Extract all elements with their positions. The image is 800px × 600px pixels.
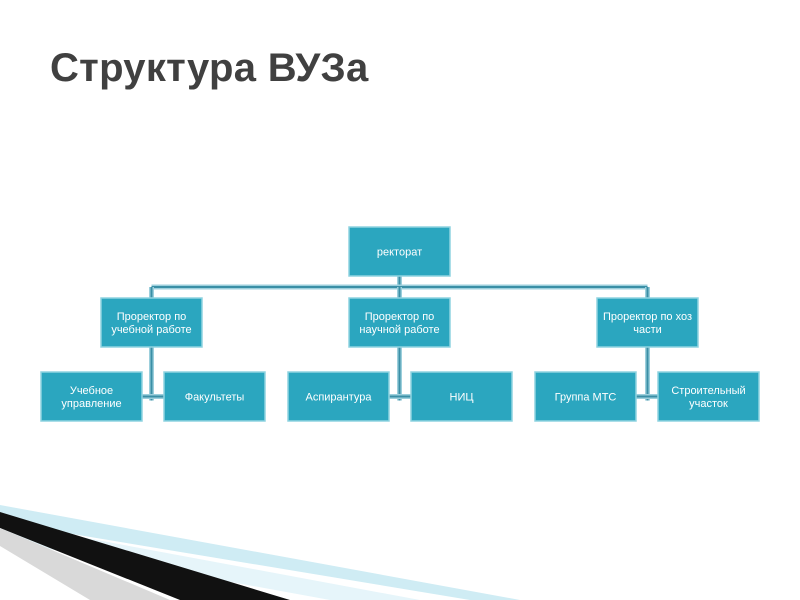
node-child: НИЦ <box>410 371 513 422</box>
node-child-box <box>410 371 513 422</box>
node-child-label-line: Учебное <box>70 385 113 397</box>
node-branch-label-line: Проректор по <box>117 311 187 323</box>
node-child-box <box>40 371 143 422</box>
node-child-box <box>657 371 760 422</box>
node-child-box <box>287 371 390 422</box>
node-child-label-line: НИЦ <box>450 392 474 404</box>
node-branch-box <box>596 297 699 348</box>
node-root-label-line: ректорат <box>377 247 422 259</box>
node-child-label-line: Группа МТС <box>555 392 617 404</box>
node-child: Аспирантура <box>287 371 390 422</box>
node-child: Группа МТС <box>534 371 637 422</box>
node-child: Факультеты <box>163 371 266 422</box>
node-branch-label-line: части <box>633 324 662 336</box>
node-child-box <box>163 371 266 422</box>
node-child-label-line: управление <box>61 398 121 410</box>
node-branch-label-line: Проректор по <box>365 311 435 323</box>
node-branch-label-line: научной работе <box>359 324 439 336</box>
node-child-label-line: Строительный <box>671 385 745 397</box>
decor-stripe-gray <box>0 528 170 600</box>
node-branch-box <box>348 297 451 348</box>
node-branch-box <box>100 297 203 348</box>
node-child-label-line: участок <box>689 398 728 410</box>
connectors <box>142 276 658 401</box>
node-branch-label-line: Проректор по хоз <box>603 311 692 323</box>
node-root: ректорат <box>348 226 451 277</box>
node-branch-label-line: учебной работе <box>111 324 191 336</box>
decor-stripe-pale <box>0 522 420 600</box>
bottom-decor <box>0 505 520 600</box>
node-child-box <box>534 371 637 422</box>
node-root-box <box>348 226 451 277</box>
node-child-label-line: Факультеты <box>185 392 245 404</box>
node-child-label-line: Аспирантура <box>305 392 372 404</box>
decor-stripe-dark <box>0 512 290 600</box>
slide-title: Структура ВУЗа <box>50 46 369 90</box>
decor-stripe-light <box>0 505 520 600</box>
